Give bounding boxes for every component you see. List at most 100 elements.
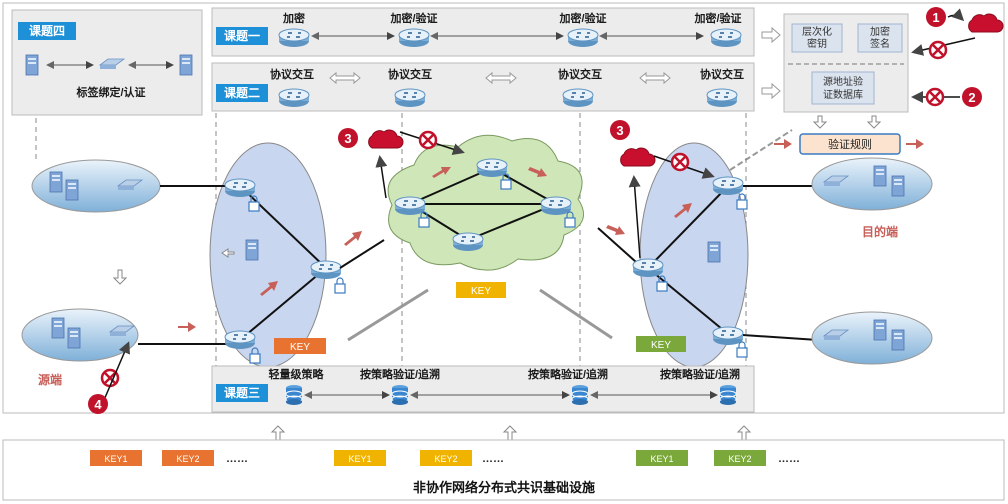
attacker-cloud-icon	[620, 147, 656, 167]
topic2-label: 协议交互	[558, 67, 602, 81]
key-tag	[162, 450, 214, 466]
infrastructure-title: 非协作网络分布式共识基础设施	[413, 480, 595, 495]
router-icon	[394, 196, 426, 216]
router-icon	[567, 28, 599, 48]
server-icon	[65, 179, 79, 201]
key-label: KEY1	[104, 454, 127, 464]
key-tag	[714, 450, 766, 466]
key-label: KEY2	[176, 454, 199, 464]
router-icon	[310, 260, 342, 280]
box-text: 证数据库	[823, 88, 863, 101]
topic3-badge	[216, 384, 268, 402]
blocked-icon	[925, 87, 945, 107]
database-icon	[719, 384, 737, 406]
router-icon	[710, 28, 742, 48]
server-icon	[245, 239, 259, 261]
topic1-label: 加密/验证	[693, 11, 741, 25]
router-icon	[540, 196, 572, 216]
threat-badge	[338, 128, 358, 148]
router-icon	[224, 330, 256, 350]
server-icon	[67, 327, 81, 349]
destination-subnet-top	[811, 157, 933, 211]
server-icon	[707, 241, 721, 263]
topic2-badge	[216, 84, 268, 102]
threat-badge	[926, 7, 946, 27]
router-icon	[632, 258, 664, 278]
attacker-cloud-icon	[368, 129, 404, 149]
lock-icon	[736, 193, 748, 210]
threat-number: 3	[616, 123, 623, 138]
threat-number: 3	[344, 131, 351, 146]
topic1-title: 课题一	[224, 28, 260, 43]
threat-number: 2	[968, 90, 975, 105]
key-label: KEY	[651, 340, 671, 351]
attacker-cloud-icon	[968, 13, 1004, 33]
lock-icon	[736, 341, 748, 358]
database-icon	[571, 384, 589, 406]
key-label: KEY1	[348, 454, 371, 464]
topic3-label: 按策略验证/追溯	[528, 367, 608, 381]
topic3-label: 轻量级策略	[269, 367, 325, 381]
blocked-icon	[928, 40, 948, 60]
threat-badge	[962, 87, 982, 107]
router-icon	[476, 158, 508, 178]
outer-frame	[2, 2, 1005, 414]
ellipsis-text: ……	[482, 453, 504, 465]
router-icon	[398, 28, 430, 48]
server-icon	[891, 329, 905, 351]
database-icon	[285, 384, 303, 406]
router-icon	[452, 232, 484, 252]
key-label: KEY	[471, 286, 491, 297]
threat-number: 1	[932, 10, 939, 25]
router-icon	[712, 326, 744, 346]
topic1-label: 加密/验证	[389, 11, 437, 25]
lock-icon	[334, 277, 346, 294]
threat-badge	[88, 394, 108, 414]
key-tag	[274, 338, 326, 354]
server-icon	[51, 317, 65, 339]
topic1-label: 加密	[282, 11, 305, 25]
ellipsis-text: ……	[226, 453, 248, 465]
topic2-label: 协议交互	[700, 67, 744, 81]
topic1-label: 加密/验证	[558, 11, 606, 25]
topic3-title: 课题三	[224, 385, 260, 400]
server-icon	[873, 165, 887, 187]
topic4-title: 课题四	[29, 23, 65, 38]
destination-subnet-bottom	[811, 311, 933, 365]
router-icon	[224, 178, 256, 198]
verification-rule-label: 验证规则	[828, 137, 872, 151]
threat-number: 4	[94, 397, 102, 412]
topic2-title: 课题二	[224, 85, 260, 100]
key-tag	[636, 450, 688, 466]
topic4-caption: 标签绑定/认证	[75, 85, 145, 99]
router-icon	[278, 88, 310, 108]
key-label: KEY1	[650, 454, 673, 464]
box-text: 层次化	[802, 25, 832, 38]
topic2-label: 协议交互	[270, 67, 314, 81]
blocked-icon	[670, 152, 690, 172]
key-tag	[334, 450, 386, 466]
key-label: KEY2	[728, 454, 751, 464]
source-label: 源端	[38, 372, 62, 387]
key-tag	[456, 282, 506, 298]
topic3-label: 按策略验证/追溯	[660, 367, 740, 381]
encrypt-sign-box	[857, 23, 903, 53]
threat-badge	[610, 120, 630, 140]
key-tag	[636, 336, 686, 352]
database-icon	[391, 384, 409, 406]
router-icon	[562, 88, 594, 108]
server-icon	[25, 54, 39, 76]
source-address-db-box	[811, 71, 875, 105]
server-icon	[179, 54, 193, 76]
box-text: 加密	[870, 25, 890, 38]
topic4-badge	[18, 22, 76, 40]
verification-rule-box	[799, 133, 901, 155]
key-tag	[90, 450, 142, 466]
router-icon	[278, 28, 310, 48]
blocked-icon	[418, 130, 438, 150]
server-icon	[891, 175, 905, 197]
key-label: KEY	[290, 342, 310, 353]
router-icon	[712, 176, 744, 196]
